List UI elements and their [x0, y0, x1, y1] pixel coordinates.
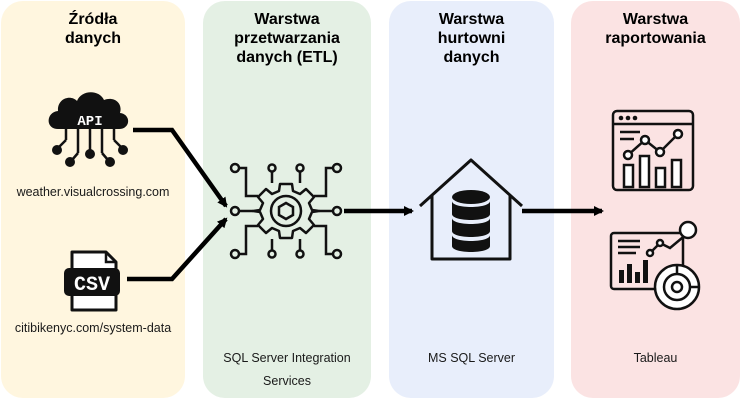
warehouse-label: MS SQL Server: [427, 351, 516, 365]
arrow-api-to-etl: [133, 127, 228, 208]
database-house-icon: [418, 158, 524, 261]
source-csv-label: citibikenyc.com/system-data: [14, 321, 172, 335]
analytics-dashboard-icon: [609, 220, 701, 311]
csv-file-icon: CSV: [64, 250, 120, 312]
sources-title: Źródła danych: [64, 11, 121, 47]
etl-panel: Warstwa przetwarzania danych (ETL) SQL S…: [203, 1, 371, 398]
sources-panel: Źródła danych weather.visualcrossing.com…: [1, 1, 185, 398]
csv-badge-text: CSV: [74, 274, 110, 297]
warehouse-title: Warstwa hurtowni danych: [437, 11, 506, 66]
reporting-label: Tableau: [633, 351, 678, 365]
source-api-label: weather.visualcrossing.com: [16, 185, 170, 199]
api-cloud-icon: API: [48, 92, 129, 167]
gear-network-icon: [229, 162, 343, 260]
api-badge-text: API: [77, 114, 102, 130]
reporting-panel: Warstwa raportowania Tableau: [571, 1, 740, 398]
etl-label: SQL Server Integration Services: [223, 351, 351, 388]
reporting-title: Warstwa raportowania: [605, 11, 706, 47]
arrow-csv-to-etl: [127, 217, 228, 282]
dashboard-chart-icon: [611, 109, 695, 192]
etl-title: Warstwa przetwarzania danych (ETL): [234, 11, 340, 66]
